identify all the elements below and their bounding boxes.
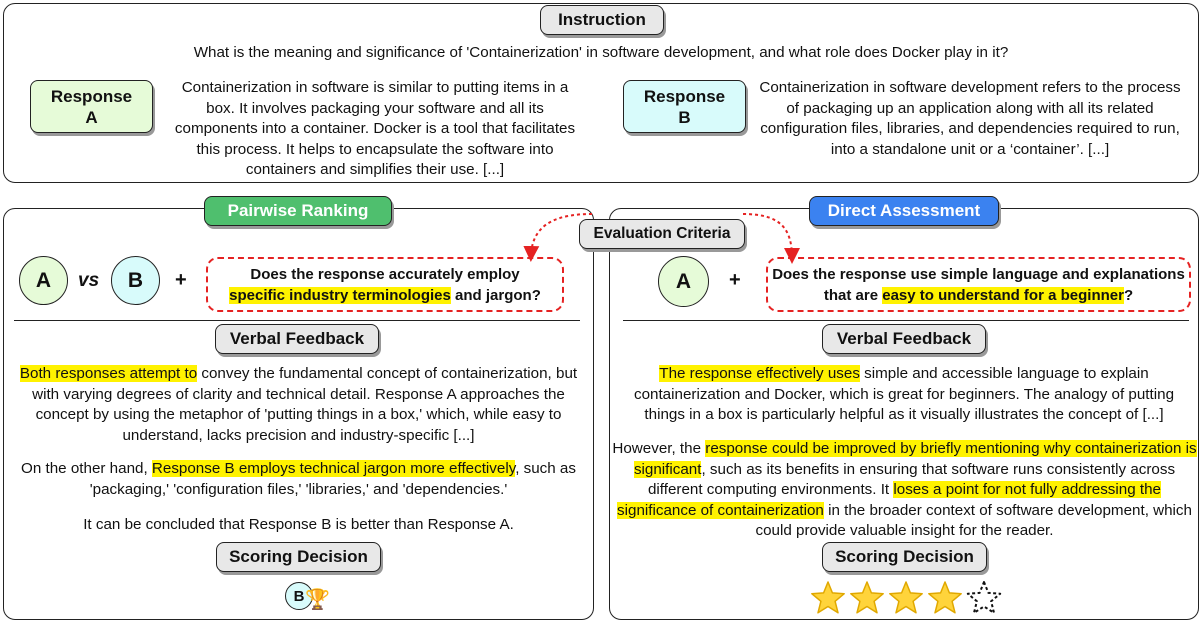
filled-star-icon — [811, 581, 845, 614]
arrow-to-pairwise — [523, 213, 593, 262]
pairwise-title: Pairwise Ranking — [204, 196, 392, 226]
pairwise-feedback-p1: Both responses attempt to convey the fun… — [19, 365, 578, 444]
response-a-circle: A — [19, 256, 68, 305]
empty-star-icon — [966, 581, 1002, 614]
plus-icon: + — [175, 269, 187, 291]
direct-title: Direct Assessment — [809, 196, 999, 226]
filled-star-icon — [928, 581, 962, 614]
vs-text: vs — [78, 270, 100, 291]
pairwise-decision-label: Scoring Decision — [216, 542, 381, 572]
winner-b-circle: B — [285, 582, 313, 610]
arrow-to-direct — [742, 213, 800, 264]
pairwise-feedback-p2: On the other hand, Response B employs te… — [21, 460, 576, 498]
response-a-text: Containerization in software is similar … — [174, 79, 576, 178]
trophy-icon: 🏆 — [305, 589, 330, 611]
score-stars — [811, 581, 1002, 614]
response-b-circle: B — [111, 256, 160, 305]
pairwise-divider — [14, 320, 580, 321]
direct-feedback-label: Verbal Feedback — [822, 324, 986, 354]
direct-feedback-p1: The response effectively uses simple and… — [633, 365, 1175, 423]
instruction-label: Instruction — [540, 5, 664, 35]
direct-response-a-circle: A — [658, 256, 709, 307]
filled-star-icon — [889, 581, 923, 614]
pairwise-feedback-label: Verbal Feedback — [215, 324, 379, 354]
response-b-text: Containerization in software development… — [759, 79, 1181, 158]
direct-criterion: Does the response use simple language an… — [766, 257, 1191, 312]
direct-feedback-p2: However, the response could be improved … — [612, 440, 1197, 539]
direct-plus-icon: + — [729, 269, 741, 291]
pairwise-feedback-p3: It can be concluded that Response B is b… — [83, 516, 514, 533]
evaluation-criteria-label: Evaluation Criteria — [579, 219, 745, 249]
direct-decision-label: Scoring Decision — [822, 542, 987, 572]
direct-divider — [623, 320, 1189, 321]
instruction-question: What is the meaning and significance of … — [193, 44, 1009, 61]
filled-star-icon — [850, 581, 884, 614]
